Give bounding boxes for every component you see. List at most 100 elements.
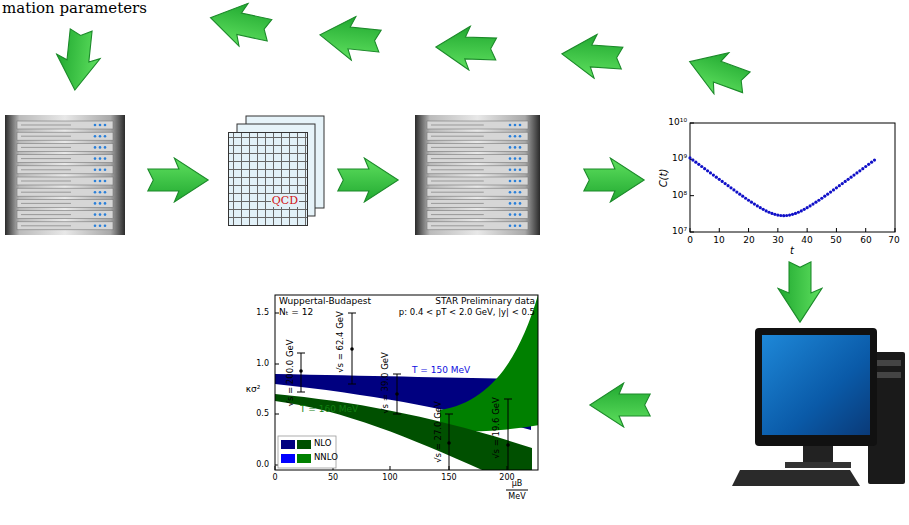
server-slot-line [431, 225, 484, 226]
axis-tick: 10⁹ [672, 154, 687, 164]
server-slot [17, 132, 113, 140]
axis-title: MeV [508, 493, 525, 502]
server-slot [17, 199, 113, 207]
data-point [844, 180, 847, 183]
data-point [794, 212, 797, 215]
axis-title: t [790, 245, 794, 256]
server-slot-line [21, 214, 71, 215]
data-point [721, 180, 724, 183]
axis-tick: 1.0 [256, 360, 269, 369]
server-led [94, 180, 97, 183]
axis-tick: 50 [328, 474, 338, 483]
data-point [744, 197, 747, 200]
data-point [823, 195, 826, 198]
server-led [94, 191, 97, 194]
server-slot-line [21, 169, 71, 170]
data-point [797, 211, 800, 214]
server-slot [427, 143, 528, 151]
server-led [94, 124, 97, 127]
data-point [715, 176, 718, 179]
server-led [519, 225, 522, 228]
data-point [779, 214, 782, 217]
data-point [826, 193, 829, 196]
server-icon [5, 115, 125, 235]
server-led [99, 146, 102, 149]
data-point [870, 161, 873, 164]
data-point [729, 186, 732, 189]
data-point [738, 193, 741, 196]
server-led [519, 146, 522, 149]
data-point [814, 201, 817, 204]
energy-label: √s = 200.0 GeV [286, 339, 295, 406]
legend-swatch [281, 440, 295, 449]
axis-tick: 70 [888, 236, 899, 246]
axis-tick: 10 [713, 236, 724, 246]
server-slot-line [431, 158, 484, 159]
server-led [94, 213, 97, 216]
server-led [104, 191, 107, 194]
data-point [803, 208, 806, 211]
legend-text: NLO [314, 439, 331, 448]
server-led [94, 146, 97, 149]
server-led [509, 169, 512, 172]
server-led [99, 135, 102, 138]
server-slot-line [21, 125, 71, 126]
server-led [519, 191, 522, 194]
data-point [703, 167, 706, 170]
data-point [741, 195, 744, 198]
data-point [873, 158, 876, 161]
server-led [94, 157, 97, 160]
server-led [514, 169, 517, 172]
server-slot [17, 188, 113, 196]
data-point [706, 169, 709, 172]
server-led [94, 135, 97, 138]
server-led [514, 180, 517, 183]
server-slot [427, 211, 528, 219]
chart-note: Wuppertal-Budapest [279, 297, 371, 307]
tick [748, 228, 749, 232]
server-led [104, 225, 107, 228]
data-point [694, 161, 697, 164]
data-point [806, 206, 809, 209]
server-led [104, 202, 107, 205]
data-point [753, 203, 756, 206]
server-slot [17, 177, 113, 185]
tick [895, 228, 896, 232]
server-slot-line [431, 136, 484, 137]
tick [719, 228, 720, 232]
server-led [99, 191, 102, 194]
data-point [782, 214, 785, 217]
data-point [841, 182, 844, 185]
lattice-sheet: QCD [228, 132, 308, 226]
server-slot-line [431, 181, 484, 182]
axis-tick: 0 [687, 236, 693, 246]
server-led [94, 202, 97, 205]
server-led [514, 202, 517, 205]
data-point [800, 209, 803, 212]
tick [777, 228, 778, 232]
data-point [838, 184, 841, 187]
energy-label: √s = 62.4 GeV [336, 311, 345, 373]
server-slot [427, 166, 528, 174]
legend-swatch [281, 454, 295, 463]
server-slot-line [431, 192, 484, 193]
energy-label: √s = 27.0 GeV [434, 401, 443, 463]
note: mation parameters [2, 0, 147, 17]
server-led [519, 135, 522, 138]
axis-tick: 0.0 [256, 461, 269, 470]
band-label: T = 150 MeV [412, 366, 470, 376]
tick [807, 228, 808, 232]
data-point [724, 182, 727, 185]
axis-tick: 10⁸ [672, 191, 687, 201]
server-slot [17, 121, 113, 129]
server-led [519, 169, 522, 172]
server-slot-line [431, 147, 484, 148]
data-point [773, 213, 776, 216]
server-led [104, 180, 107, 183]
server-led [514, 157, 517, 160]
axis-tick: 0 [272, 474, 277, 483]
data-point [759, 206, 762, 209]
server-slot [17, 222, 113, 230]
server-slot-line [431, 203, 484, 204]
